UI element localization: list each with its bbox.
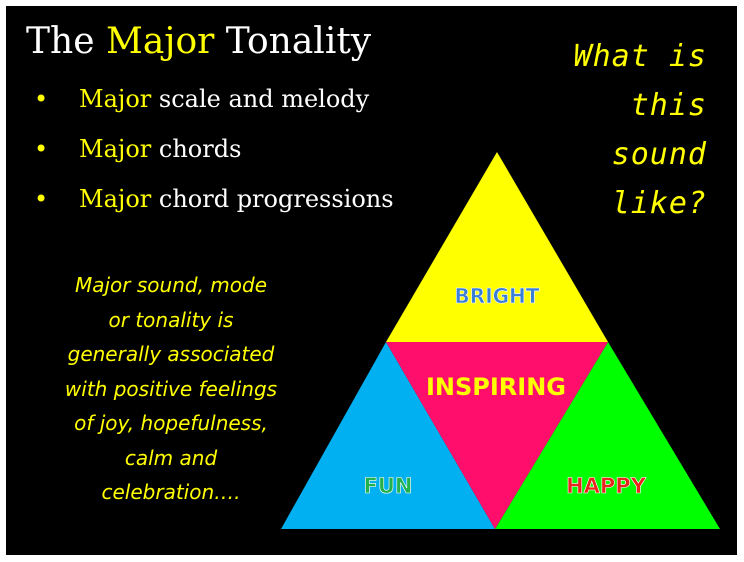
question-line: like?: [611, 186, 707, 221]
bullet-text: scale and melody: [151, 85, 370, 113]
bullet-dot: •: [34, 85, 49, 113]
bullet-dot: •: [34, 135, 49, 163]
description-line: calm and: [124, 445, 218, 470]
label-bright: BRIGHT: [455, 284, 540, 308]
question-line: What is: [573, 39, 707, 74]
bullet-item: • Major scale and melody: [34, 84, 394, 134]
label-fun: FUN: [364, 474, 413, 498]
bullet-highlight: Major: [79, 85, 152, 113]
question-line: sound: [611, 137, 707, 172]
bullet-text: chord progressions: [151, 185, 394, 213]
triangle-center: [386, 342, 608, 529]
description-line: with positive feelings: [64, 376, 278, 401]
bullet-item: • Major chord progressions: [34, 184, 394, 234]
description-line: or tonality is: [108, 307, 234, 332]
question-text: What is this sound like?: [507, 32, 707, 228]
description-line: celebration….: [101, 480, 241, 504]
title-prefix: The: [26, 21, 106, 62]
triangle-diagram: BRIGHT INSPIRING FUN HAPPY: [281, 152, 720, 529]
bullet-item: • Major chords: [34, 134, 394, 184]
slide-title: The Major Tonality: [26, 24, 371, 60]
triangle-right: [495, 342, 720, 529]
label-happy: HAPPY: [566, 474, 647, 498]
slide: The Major Tonality • Major scale and melo…: [6, 6, 737, 555]
triangle-left: [281, 342, 495, 529]
bullet-dot: •: [34, 185, 49, 213]
bullet-list: • Major scale and melody • Major chords • M…: [34, 84, 394, 234]
question-line: this: [630, 88, 707, 123]
description-text: Major sound, mode or tonality is general…: [30, 268, 312, 510]
bullet-highlight: Major: [79, 185, 152, 213]
description-line: generally associated: [67, 342, 275, 366]
triangle-top: [386, 152, 608, 342]
description-line: of joy, hopefulness,: [74, 411, 268, 435]
title-suffix: Tonality: [214, 21, 372, 62]
bullet-highlight: Major: [79, 135, 152, 163]
title-highlight: Major: [105, 21, 215, 62]
label-inspiring: INSPIRING: [426, 373, 566, 401]
bullet-text: chords: [151, 135, 242, 163]
description-line: Major sound, mode: [74, 273, 268, 297]
